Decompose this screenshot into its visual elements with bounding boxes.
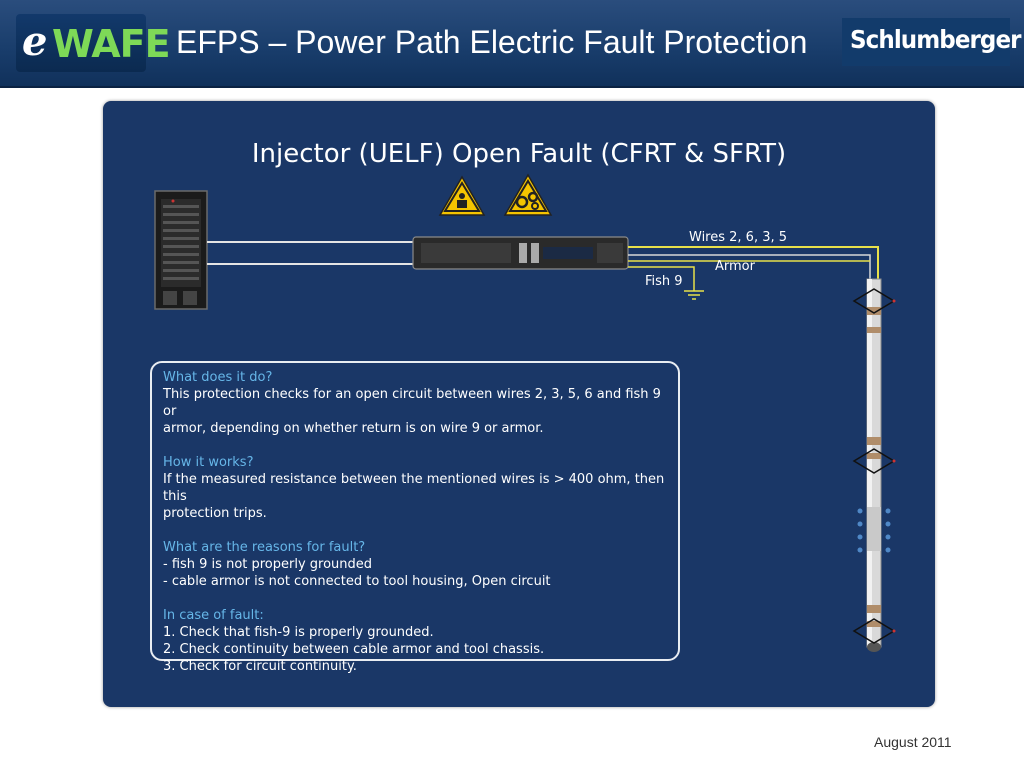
info-section-heading: What are the reasons for fault? [163,540,366,555]
footer-date: August 2011 [874,734,952,750]
info-section: What does it do? This protection checks f… [163,369,673,437]
fish-label: Fish 9 [645,274,683,289]
info-section-line: 1. Check that fish-9 is properly grounde… [163,625,434,640]
info-text: What does it do? This protection checks f… [163,369,673,692]
info-box [150,361,680,661]
info-section-line: - fish 9 is not properly grounded [163,557,373,572]
diagram-canvas [154,173,896,652]
info-section: In case of fault: 1. Check that fish-9 is… [163,607,673,675]
info-section: What are the reasons for fault? - fish 9 … [163,539,673,590]
logo-e: e [22,18,48,65]
diagram-title: Injector (UELF) Open Fault (CFRT & SFRT) [251,139,787,169]
info-section-line: armor, depending on whether return is on… [163,421,544,436]
info-section: How it works? If the measured resistance … [163,454,673,522]
wires-label: Wires 2, 6, 3, 5 [689,230,788,245]
diagram-panel: Injector (UELF) Open Fault (CFRT & SFRT)… [103,101,935,707]
ground-icon [684,290,704,300]
fish-line [628,266,695,291]
header-divider [0,86,1024,88]
info-section-line: 3. Check for circuit continuity. [163,659,357,674]
downhole-tool-string [852,278,896,652]
ewafe-logo: e WAFE [16,14,171,72]
info-section-line: 2. Check continuity between cable armor … [163,642,545,657]
info-section-line: - cable armor is not connected to tool h… [163,574,551,589]
info-section-heading: In case of fault: [163,608,264,623]
info-section-heading: How it works? [163,455,254,470]
info-section-heading: What does it do? [163,370,273,385]
slide-header: e WAFE EFPS – Power Path Electric Fault … [0,0,1024,88]
logo-wafe: WAFE [52,22,171,66]
info-section-line: protection trips. [163,506,267,521]
brand-name: Schlumberger [850,25,1021,54]
info-section-line: If the measured resistance between the m… [163,472,665,504]
rack-unit [154,190,208,310]
wire-bundle-line [628,246,879,279]
schlumberger-logo: Schlumberger [842,18,1021,66]
armor-label: Armor [715,259,755,274]
person-hazard-icon [438,175,486,216]
injector-unit [412,236,629,270]
armor-line [628,254,871,279]
info-section-line: This protection checks for an open circu… [163,387,661,419]
page-title: EFPS – Power Path Electric Fault Protect… [176,24,808,60]
gears-hazard-icon [503,173,553,216]
